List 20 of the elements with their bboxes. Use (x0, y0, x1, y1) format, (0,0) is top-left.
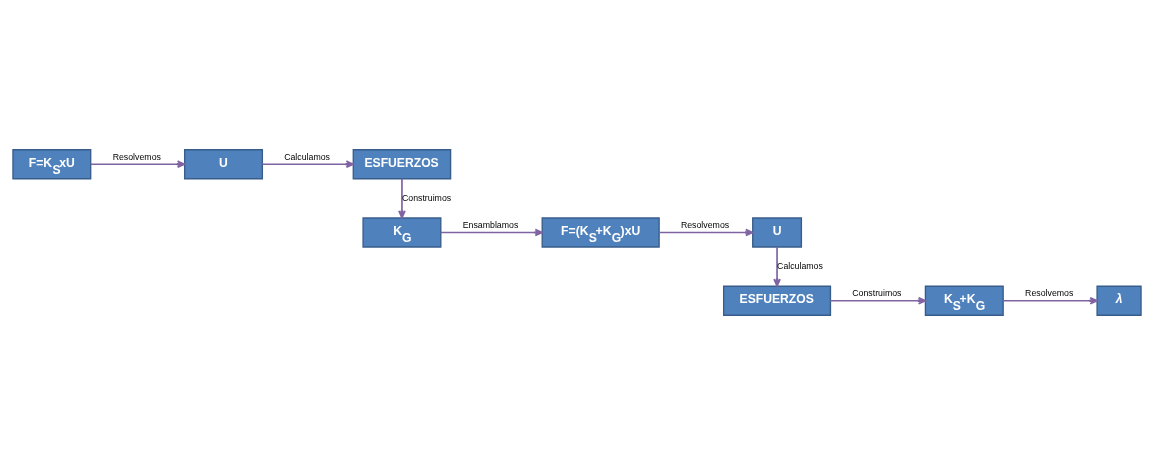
edge-label: Calculamos (284, 151, 330, 162)
node-box: ESFUERZOS (723, 285, 832, 316)
arrow (398, 177, 406, 219)
arrow (261, 159, 355, 168)
arrow (829, 296, 927, 305)
arrow (773, 245, 781, 287)
edge-label: Resolvemos (680, 219, 730, 230)
arrow (89, 159, 186, 168)
arrow (658, 228, 754, 236)
edge-label: Resolvemos (112, 151, 161, 162)
arrow (440, 228, 543, 236)
arrow (1002, 296, 1098, 305)
edge-label: Resolvemos (1025, 287, 1074, 298)
edge-label: Construimos (852, 287, 902, 298)
node-box: U (752, 216, 803, 248)
node-box: ESFUERZOS (352, 148, 452, 179)
edge-label: Construimos (401, 192, 452, 203)
node-box: U (183, 148, 264, 179)
node-box: λ (1096, 285, 1142, 316)
edge-label: Ensamblamos (462, 219, 519, 230)
